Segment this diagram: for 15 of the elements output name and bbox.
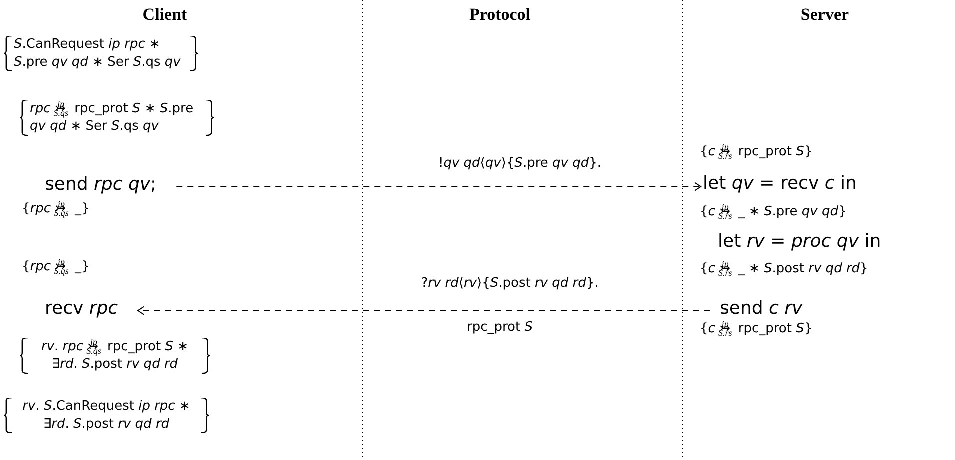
code-line: send c rv <box>720 298 803 320</box>
message-arrow <box>176 182 702 192</box>
column-heading: Server <box>800 5 850 26</box>
code-line: let qv = recv c in <box>703 173 857 195</box>
assertion: S.CanRequest ip rpc ∗ S.pre qv qd ∗ Ser S.qs qv <box>14 36 182 72</box>
column-heading: Protocol <box>469 5 531 26</box>
message-arrow <box>138 306 710 316</box>
edge-label: !qv qd⟨qv⟩{S.pre qv qd}. <box>438 156 602 172</box>
code-line: let rv = proc qv in <box>718 231 882 253</box>
protocol-annotation: rpc_prot S <box>467 320 533 336</box>
assertion: rv. S.CanRequest ip rpc ∗ ∃rd. S.post rv qd rd <box>22 398 192 434</box>
column-heading: Client <box>142 5 188 26</box>
code-line: send rpc qv; <box>45 174 157 196</box>
edge-label: ?rv rd⟨rv⟩{S.post rv qd rd}. <box>421 276 599 292</box>
code-line: recv rpc <box>45 298 118 320</box>
